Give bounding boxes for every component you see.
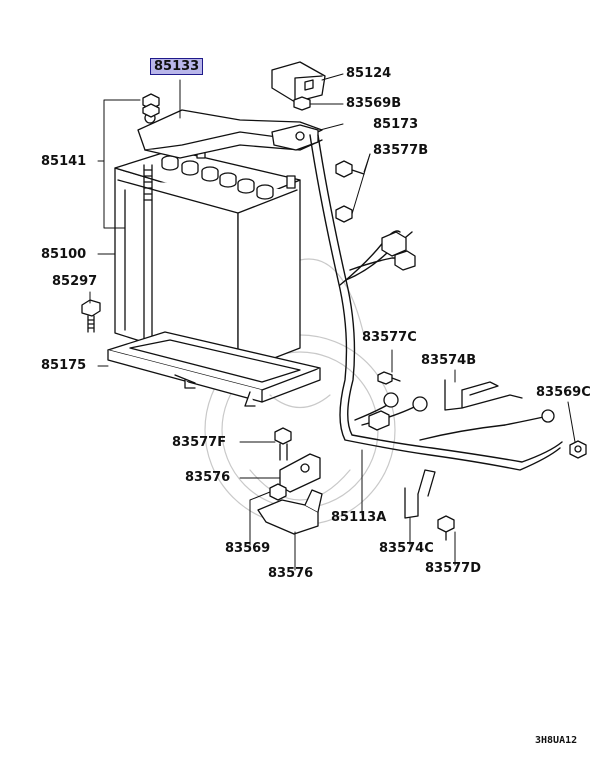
callout-83574b[interactable]: 83574B	[421, 353, 477, 368]
bracket-83574b	[444, 379, 523, 411]
callout-83569[interactable]: 83569	[225, 541, 271, 556]
callout-83577b[interactable]: 83577B	[373, 143, 429, 158]
callout-83569c[interactable]: 83569C	[536, 385, 591, 400]
harness-connectors	[368, 231, 555, 431]
callout-83577f[interactable]: 83577F	[172, 435, 227, 450]
callout-83577c[interactable]: 83577C	[362, 330, 417, 345]
wiring-harness	[309, 134, 563, 471]
nut-83569c	[569, 440, 587, 459]
diagram-code: 3H8UA12	[535, 735, 578, 746]
bracket-83576-upper	[279, 453, 321, 493]
callout-85297[interactable]: 85297	[52, 274, 98, 289]
callout-85175[interactable]: 85175	[41, 358, 87, 373]
bolt-83577d	[437, 515, 455, 541]
callout-85113a[interactable]: 85113A	[331, 510, 387, 525]
callout-83576-lower[interactable]: 83576	[268, 566, 314, 581]
terminal-cover	[271, 61, 326, 103]
bolt-83577b-2	[335, 205, 353, 223]
terminal-clamp	[271, 124, 319, 151]
bolt-83577b	[335, 160, 365, 178]
bracket-83574c	[404, 469, 436, 519]
callout-85173[interactable]: 85173	[373, 117, 419, 132]
callout-85100[interactable]: 85100	[41, 247, 87, 262]
callout-83569b[interactable]: 83569B	[346, 96, 402, 111]
nut-83569b	[293, 96, 311, 111]
battery-tray	[107, 331, 321, 407]
callout-85141[interactable]: 85141	[41, 154, 87, 169]
callout-83576-upper[interactable]: 83576	[185, 470, 231, 485]
callout-85124[interactable]: 85124	[346, 66, 392, 81]
callout-85133[interactable]: 85133	[150, 58, 204, 75]
bolt-85297	[81, 299, 101, 333]
bolt-83577f	[274, 427, 292, 461]
callout-83577d[interactable]: 83577D	[425, 561, 482, 576]
bracket-83576-lower	[257, 489, 323, 535]
bolt-83577c	[377, 371, 401, 385]
callout-83574c[interactable]: 83574C	[379, 541, 434, 556]
nut-83569	[269, 483, 287, 501]
leader-lines	[89, 73, 576, 571]
